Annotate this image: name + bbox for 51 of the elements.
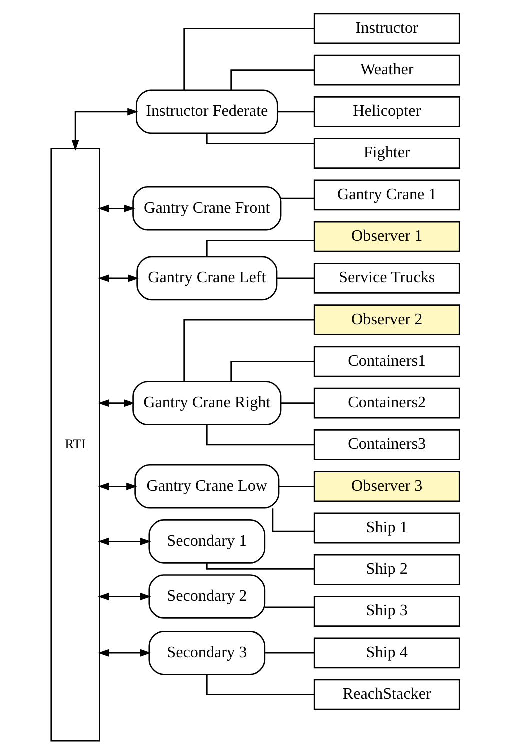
connector bbox=[230, 361, 314, 382]
node-box: RTI bbox=[50, 148, 100, 742]
node-box: Ship 3 bbox=[314, 596, 460, 627]
node-box: Containers2 bbox=[314, 388, 460, 419]
connector bbox=[265, 606, 314, 608]
node-box: Weather bbox=[314, 54, 460, 86]
node-box: Instructor Federate bbox=[136, 90, 278, 134]
node-box: Gantry Crane 1 bbox=[314, 180, 460, 211]
node-box: Fighter bbox=[314, 138, 460, 169]
connector bbox=[206, 240, 314, 257]
arrow bbox=[98, 204, 136, 212]
node-box: Secondary 2 bbox=[148, 574, 266, 619]
node-box: Helicopter bbox=[314, 96, 460, 128]
connector bbox=[206, 563, 314, 570]
arrow bbox=[98, 538, 152, 546]
connector bbox=[206, 134, 314, 144]
arrow bbox=[98, 592, 152, 600]
connector bbox=[281, 198, 314, 200]
arrow bbox=[98, 649, 152, 657]
arrow bbox=[98, 482, 138, 490]
node-box: Service Trucks bbox=[314, 263, 460, 294]
connector bbox=[206, 425, 314, 446]
arrow bbox=[72, 108, 138, 151]
node-box: Secondary 1 bbox=[148, 520, 266, 564]
node-box: Gantry Crane Left bbox=[136, 256, 278, 301]
connector bbox=[206, 674, 314, 696]
node-box: Secondary 3 bbox=[148, 630, 266, 676]
node-box: Gantry Crane Right bbox=[132, 381, 282, 426]
node-box: ReachStacker bbox=[314, 679, 460, 710]
connector bbox=[265, 652, 314, 654]
node-box: Ship 1 bbox=[314, 512, 460, 544]
node-box: Gantry Crane Low bbox=[134, 464, 280, 509]
node-box: Observer 3 bbox=[314, 471, 460, 502]
connector bbox=[278, 111, 314, 113]
node-box: Observer 1 bbox=[314, 221, 460, 252]
connector bbox=[184, 28, 314, 90]
node-box: Containers3 bbox=[314, 430, 460, 460]
connector bbox=[277, 278, 315, 280]
node-box: Ship 4 bbox=[314, 638, 460, 669]
node-box: Containers1 bbox=[314, 346, 460, 378]
connector bbox=[279, 486, 314, 488]
connector bbox=[272, 508, 314, 532]
node-box: Instructor bbox=[314, 13, 460, 44]
connector bbox=[230, 70, 314, 90]
connector bbox=[184, 319, 314, 382]
connector bbox=[281, 402, 314, 404]
arrow bbox=[98, 400, 136, 408]
node-box: Observer 2 bbox=[314, 304, 460, 336]
arrow bbox=[98, 274, 139, 282]
node-box: Ship 2 bbox=[314, 554, 460, 586]
node-box: Gantry Crane Front bbox=[132, 186, 282, 231]
